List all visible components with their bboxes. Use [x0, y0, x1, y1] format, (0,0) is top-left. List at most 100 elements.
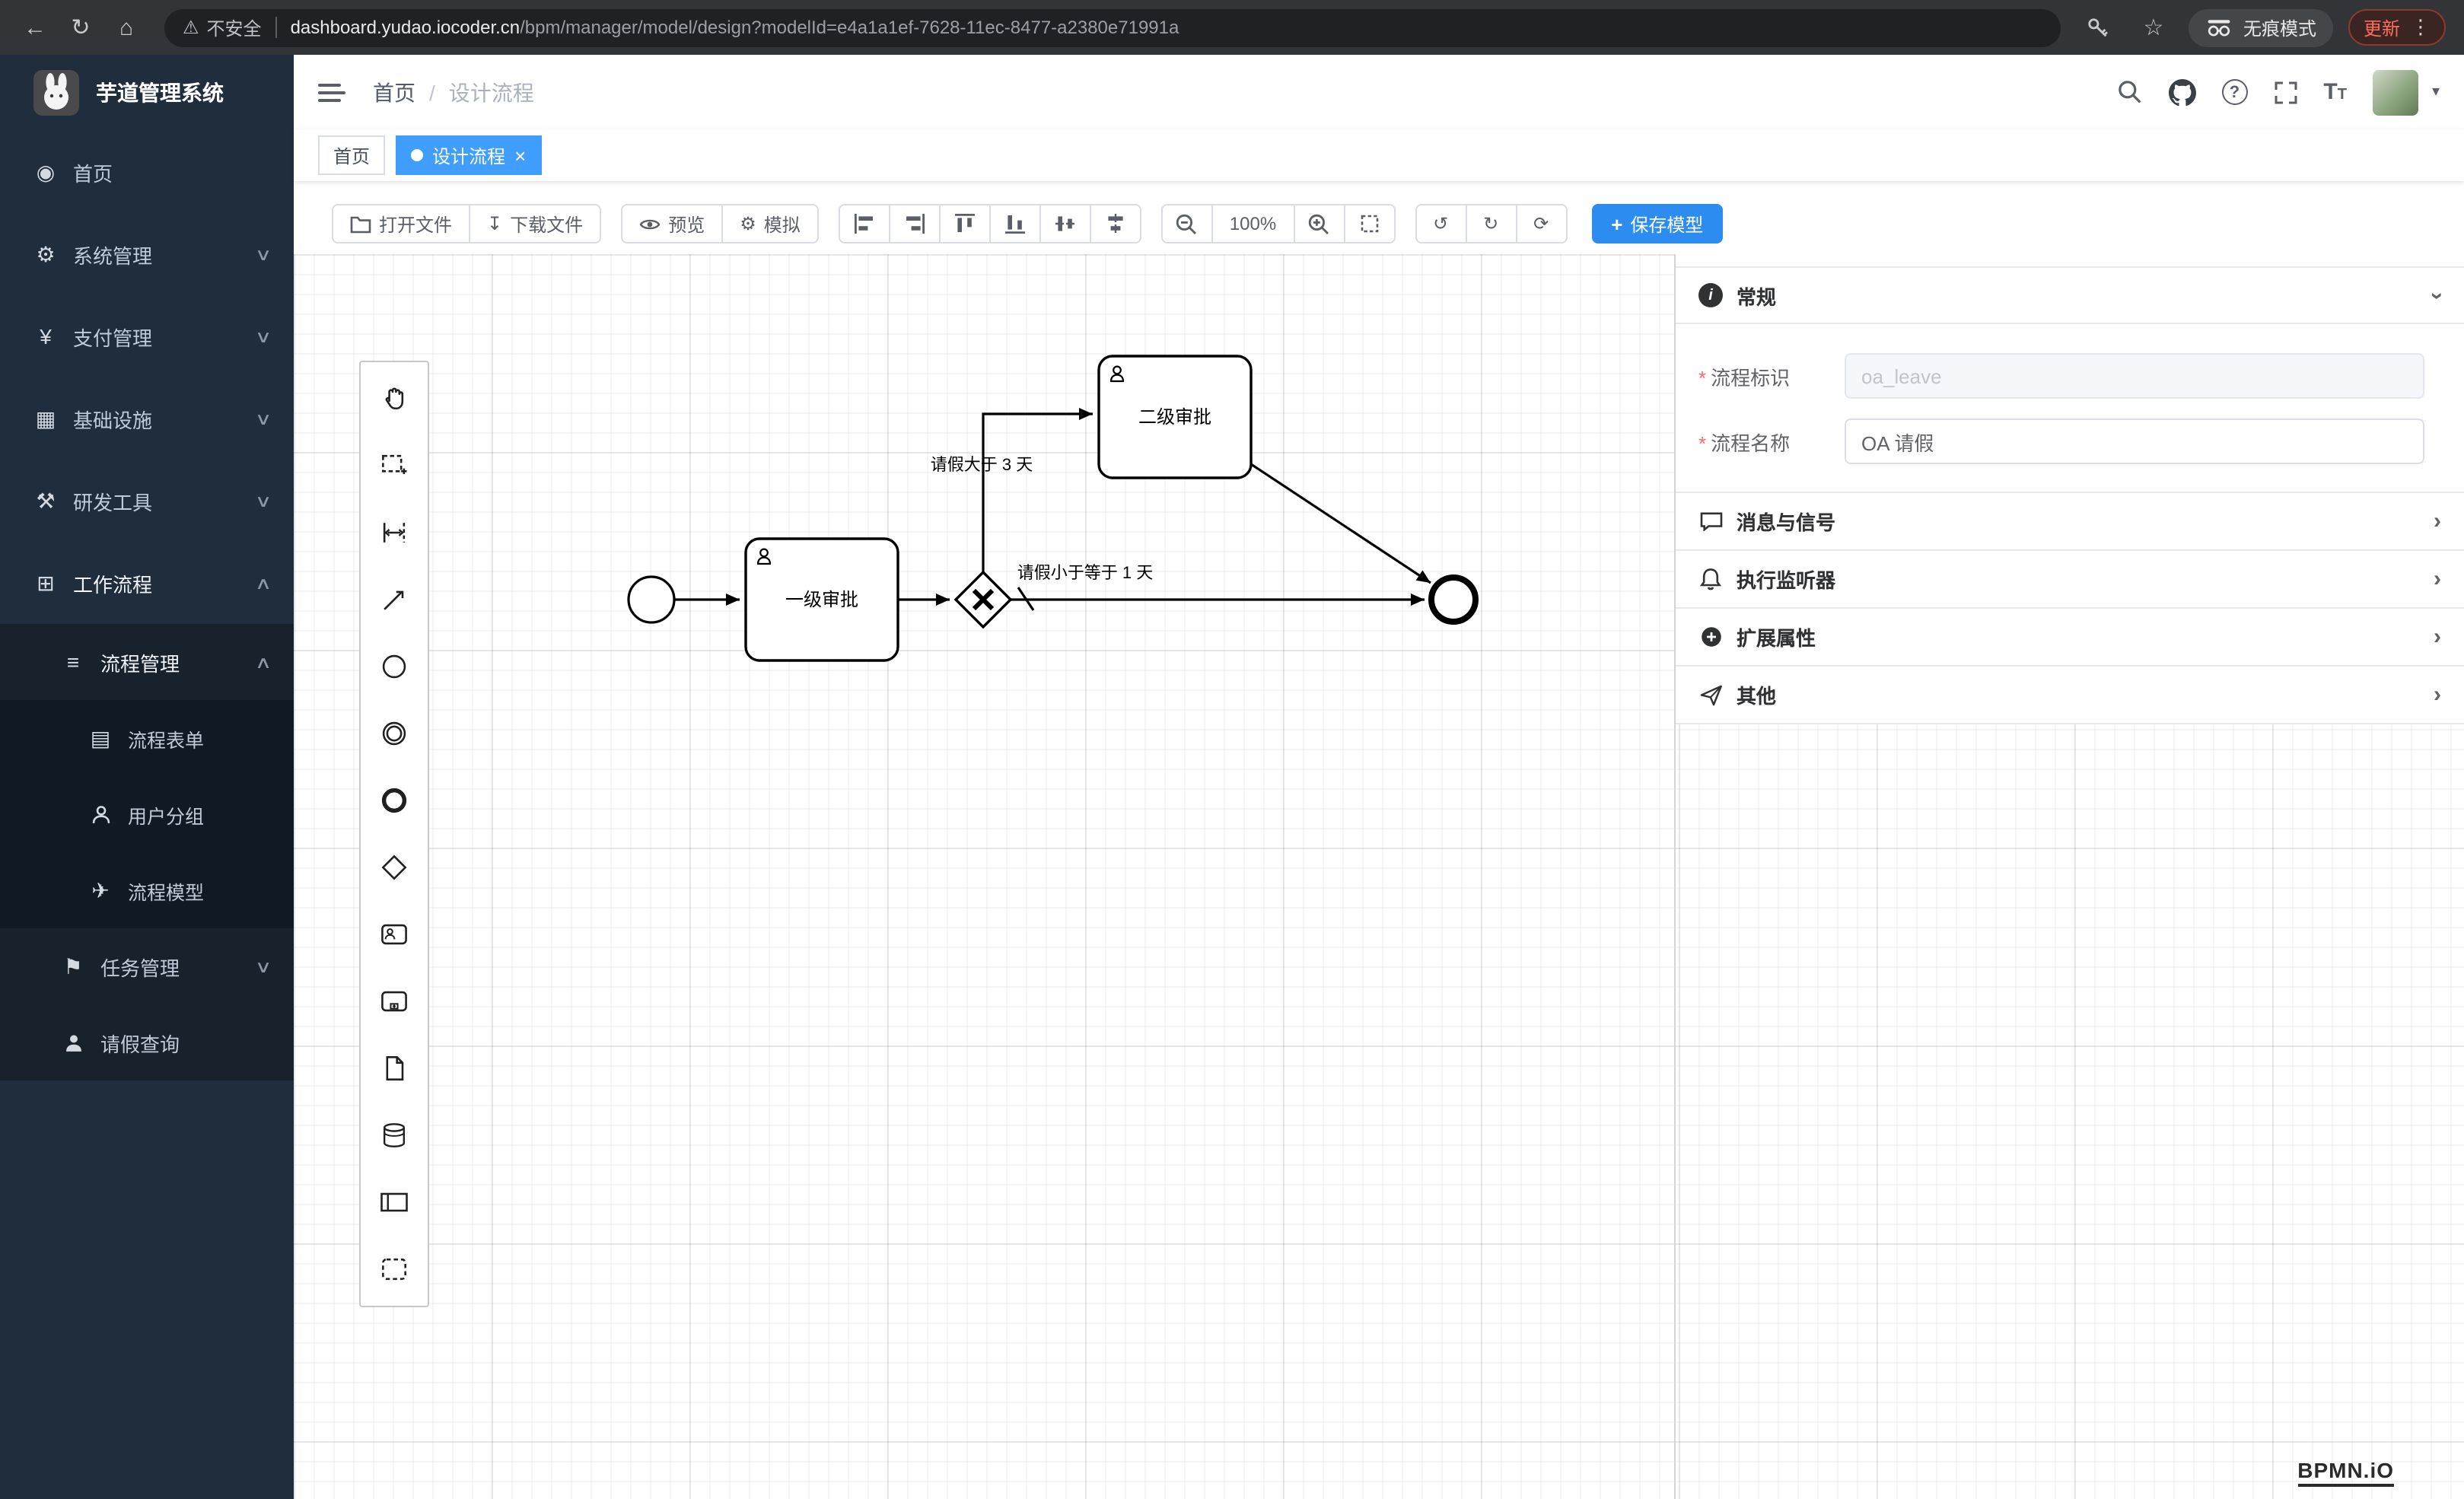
undo-button[interactable]: ↺ — [1415, 204, 1467, 243]
plus-circle-icon — [1698, 625, 1723, 648]
simulate-button[interactable]: ⚙ 模拟 — [721, 204, 819, 243]
sidebar-item-infrastructure[interactable]: ▦ 基础设施 ∨ — [0, 377, 294, 460]
sidebar-item-system[interactable]: ⚙ 系统管理 ∨ — [0, 213, 294, 295]
align-top-button[interactable] — [938, 204, 991, 243]
restart-button[interactable]: ⟳ — [1515, 204, 1568, 243]
close-tag-icon[interactable]: × — [514, 144, 527, 167]
svg-text:一级审批: 一级审批 — [785, 590, 858, 610]
panel-section-general[interactable]: i 常规 › — [1676, 266, 2464, 324]
browser-menu-icon[interactable]: ⋮ — [2411, 15, 2431, 38]
sequence-flow-task2-end[interactable] — [1250, 463, 1431, 584]
zoom-in-button[interactable] — [1293, 204, 1345, 243]
user-avatar[interactable] — [2372, 69, 2418, 115]
security-chip[interactable]: ⚠ 不安全 — [183, 14, 262, 40]
browser-home-icon[interactable]: ⌂ — [119, 14, 134, 40]
panel-section-message[interactable]: 消息与信号 › — [1676, 493, 2464, 551]
flow-label-lte[interactable]: 请假小于等于 1 天 — [1017, 563, 1153, 582]
sidebar-item-workflow[interactable]: ⊞ 工作流程 ∧ — [0, 542, 294, 624]
process-key-input[interactable] — [1845, 353, 2424, 399]
sidebar-item-process-mgmt[interactable]: ≡ 流程管理 ∧ — [0, 624, 294, 700]
palette-user-task[interactable] — [361, 901, 428, 968]
zoom-level-display[interactable]: 100% — [1211, 204, 1295, 243]
collapse-sidebar-icon[interactable] — [318, 75, 352, 109]
github-icon[interactable] — [2168, 78, 2196, 106]
breadcrumb-home[interactable]: 首页 — [373, 80, 415, 104]
end-event[interactable] — [1428, 574, 1479, 625]
key-icon[interactable] — [2079, 8, 2119, 47]
tag-home[interactable]: 首页 — [318, 135, 386, 175]
palette-data-store[interactable] — [361, 1102, 428, 1169]
sidebar-item-leave-query[interactable]: 请假查询 — [0, 1004, 294, 1080]
palette-global-connect-tool[interactable] — [361, 566, 428, 633]
align-right-button[interactable] — [888, 204, 941, 243]
palette-data-object[interactable] — [361, 1035, 428, 1102]
tag-design-process[interactable]: 设计流程 × — [396, 135, 542, 175]
align-bottom-button[interactable] — [988, 204, 1041, 243]
zoom-out-button[interactable] — [1160, 204, 1213, 243]
browser-back-icon[interactable]: ← — [24, 14, 46, 40]
palette-subprocess[interactable] — [361, 968, 428, 1035]
redo-button[interactable]: ↻ — [1465, 204, 1517, 243]
fullscreen-icon[interactable] — [2273, 80, 2297, 104]
required-mark: * — [1698, 431, 1707, 454]
chevron-down-icon: › — [2424, 291, 2450, 299]
palette-start-event[interactable] — [361, 633, 428, 700]
sidebar-item-payment[interactable]: ¥ 支付管理 ∨ — [0, 295, 294, 377]
palette-lasso-tool[interactable] — [361, 432, 428, 499]
sidebar-item-task-mgmt[interactable]: ⚑ 任务管理 ∨ — [0, 928, 294, 1004]
user-task-level2[interactable]: 二级审批 — [1097, 355, 1253, 479]
palette-gateway[interactable] — [361, 834, 428, 901]
sidebar-item-process-form[interactable]: ▤ 流程表单 — [0, 700, 294, 776]
incognito-label: 无痕模式 — [2243, 18, 2316, 39]
palette-participant[interactable] — [361, 1169, 428, 1236]
user-task-level1[interactable]: 一级审批 — [744, 537, 899, 662]
exclusive-gateway[interactable] — [953, 570, 1013, 629]
required-mark: * — [1698, 366, 1707, 389]
bpmn-canvas[interactable]: 一级审批 请假大于 3 天 — [294, 254, 2464, 1499]
avatar-caret-icon[interactable]: ▾ — [2431, 84, 2440, 100]
panel-section-extensions[interactable]: 扩展属性 › — [1676, 609, 2464, 667]
open-file-button[interactable]: 打开文件 — [332, 204, 471, 243]
url-host: dashboard.yudao.iocoder.cn — [290, 17, 520, 38]
designer-content: 流程模型-设计流程 打开文件 ↧ 下载文件 — [294, 181, 2464, 1499]
zoom-reset-button[interactable] — [1343, 204, 1396, 243]
sequence-flow-gt-3days[interactable] — [982, 408, 1093, 572]
info-icon: i — [1698, 283, 1723, 307]
process-name-input[interactable] — [1845, 419, 2424, 464]
breadcrumb-current: 设计流程 — [448, 80, 534, 104]
sidebar-item-devtools[interactable]: ⚒ 研发工具 ∨ — [0, 460, 294, 542]
chevron-down-icon: ∨ — [254, 328, 272, 346]
palette-space-tool[interactable] — [361, 499, 428, 566]
bpmn-io-watermark[interactable]: BPMN.iO — [2297, 1458, 2394, 1487]
intermediate-event-icon — [382, 721, 406, 746]
logo[interactable]: 芋道管理系统 — [0, 55, 294, 131]
download-file-button[interactable]: ↧ 下载文件 — [469, 204, 602, 243]
align-left-button[interactable] — [838, 204, 890, 243]
sidebar-item-user-group[interactable]: 用户分组 — [0, 776, 294, 852]
sidebar-item-process-model[interactable]: ✈ 流程模型 — [0, 852, 294, 928]
browser-reload-icon[interactable]: ↻ — [71, 15, 91, 41]
browser-update-button[interactable]: 更新 ⋮ — [2348, 9, 2446, 46]
align-vertical-center-button[interactable] — [1039, 204, 1091, 243]
align-horizontal-center-button[interactable] — [1089, 204, 1141, 243]
palette-group[interactable] — [361, 1236, 428, 1303]
palette-hand-tool[interactable] — [361, 365, 428, 432]
search-icon[interactable] — [2116, 79, 2142, 105]
help-icon[interactable]: ? — [2221, 79, 2248, 105]
address-bar[interactable]: ⚠ 不安全 dashboard.yudao.iocoder.cn /bpm/ma… — [164, 8, 2061, 46]
preview-button[interactable]: 预览 — [621, 204, 724, 243]
properties-panel: i 常规 › *流程标识 *流程名称 — [1674, 254, 2464, 1499]
svg-text:二级审批: 二级审批 — [1138, 407, 1211, 428]
panel-section-other[interactable]: 其他 › — [1676, 667, 2464, 724]
palette-intermediate-event[interactable] — [361, 700, 428, 767]
app: 芋道管理系统 ◉ 首页 ⚙ 系统管理 ∨ ¥ 支付管理 ∨ ▦ 基础设施 ∨ — [0, 55, 2464, 1499]
palette-end-event[interactable] — [361, 767, 428, 834]
flow-label-gt[interactable]: 请假大于 3 天 — [931, 455, 1033, 474]
panel-section-listener[interactable]: 执行监听器 › — [1676, 551, 2464, 609]
save-model-button[interactable]: + 保存模型 — [1591, 204, 1724, 243]
bookmark-star-icon[interactable]: ☆ — [2143, 15, 2164, 41]
start-event[interactable] — [627, 575, 676, 624]
sidebar-item-home[interactable]: ◉ 首页 — [0, 131, 294, 213]
